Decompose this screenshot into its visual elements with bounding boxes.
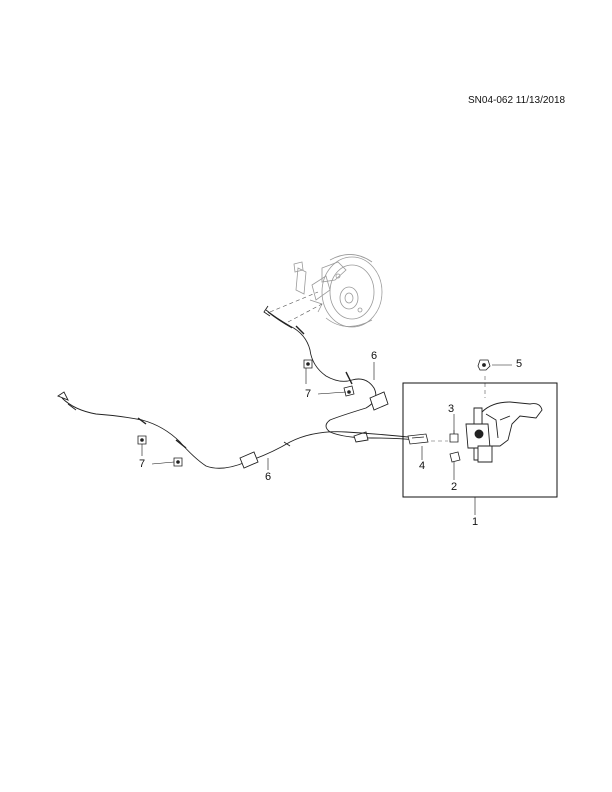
lower-front-cable bbox=[57, 391, 419, 469]
rear-brake-assembly bbox=[293, 254, 383, 328]
lever-detail-box bbox=[402, 382, 558, 498]
callout-4: 4 bbox=[419, 460, 426, 472]
equalizer-part-4 bbox=[407, 433, 429, 445]
document-id: SN04-062 11/13/2018 bbox=[468, 95, 566, 106]
callout-6-lower: 6 bbox=[265, 471, 272, 483]
parking-brake-lever-assembly bbox=[465, 401, 543, 463]
leader-lines bbox=[141, 362, 512, 515]
callout-5: 5 bbox=[516, 358, 523, 370]
bolt-part-2 bbox=[449, 451, 461, 463]
clip-nut-lower-front bbox=[173, 457, 183, 467]
callout-6-upper: 6 bbox=[371, 350, 378, 362]
adjuster-nut-part-3 bbox=[449, 433, 459, 443]
callout-1: 1 bbox=[472, 516, 479, 528]
clip-nut-lower bbox=[137, 435, 147, 445]
callout-2: 2 bbox=[451, 481, 458, 493]
callout-3: 3 bbox=[448, 403, 455, 415]
assembly-guide-lines bbox=[269, 291, 486, 442]
clip-nut-upper bbox=[343, 385, 355, 397]
callout-7-lower: 7 bbox=[139, 458, 146, 470]
callout-7-upper: 7 bbox=[305, 388, 312, 400]
upper-rear-cable bbox=[263, 305, 419, 443]
nut-part-5 bbox=[477, 359, 491, 371]
clip-nut-upper-rear bbox=[303, 359, 313, 369]
